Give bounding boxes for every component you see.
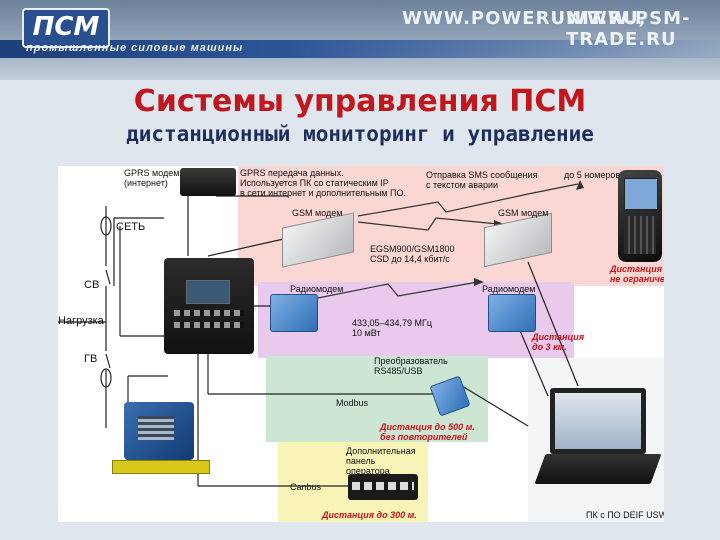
label-distance-500: Дистанция до 500 м. без повторителей bbox=[380, 422, 475, 442]
label-gv: ГВ bbox=[84, 353, 98, 365]
controller-device bbox=[164, 258, 254, 354]
laptop-device bbox=[534, 388, 662, 500]
label-sv: СВ bbox=[84, 279, 100, 291]
page-subtitle: дистанционный мониторинг и управление bbox=[126, 122, 594, 146]
header-stripe bbox=[0, 40, 720, 58]
label-converter: Преобразователь RS485/USB bbox=[374, 356, 448, 376]
operator-panel-device bbox=[348, 474, 418, 500]
label-gprs-transfer: GPRS передача данных. Используется ПК со… bbox=[240, 168, 406, 198]
page-title: Системы управления ПСМ bbox=[133, 84, 587, 119]
gprs-modem-device bbox=[180, 168, 236, 196]
label-distance-300: Дистанция до 300 м. bbox=[322, 510, 417, 520]
generator-device bbox=[112, 402, 212, 484]
label-pc: ПК с ПО DEIF USW bbox=[586, 510, 664, 520]
label-gsm-band: EGSM900/GSM1800 CSD до 14,4 кбит/с bbox=[370, 244, 455, 264]
radiomodem-1-device bbox=[270, 294, 318, 332]
label-radio-band: 433,05–434,79 МГц 10 мВт bbox=[352, 318, 433, 338]
label-gsm-modem-2: GSM модем bbox=[498, 208, 549, 218]
logo-subtitle: промышленные силовые машины bbox=[26, 42, 244, 54]
header-banner: ПСМ промышленные силовые машины WWW.POWE… bbox=[0, 0, 720, 80]
site-link-psm-trade[interactable]: WWW.PSM-TRADE.RU bbox=[566, 8, 691, 50]
label-radiomodem-1: Радиомодем bbox=[290, 284, 344, 294]
label-radiomodem-2: Радиомодем bbox=[482, 284, 536, 294]
system-diagram: GPRS модем (интернет) GPRS передача данн… bbox=[58, 166, 664, 522]
label-sms: Отправка SMS сообщения с текстом аварии bbox=[426, 170, 538, 190]
site-link-powerunit[interactable]: WWW.POWERUNIT.RU, bbox=[402, 8, 647, 29]
radiomodem-2-device bbox=[488, 294, 536, 332]
label-canbus: Canbus bbox=[290, 482, 322, 492]
label-load: Нагрузка bbox=[58, 315, 104, 327]
label-gsm-modem-1: GSM модем bbox=[292, 208, 343, 218]
label-extra-panel: Дополнительная панель оператора bbox=[346, 446, 416, 476]
label-modbus: Modbus bbox=[336, 398, 369, 408]
logo: ПСМ bbox=[22, 8, 110, 48]
label-gprs-modem: GPRS модем (интернет) bbox=[124, 168, 180, 188]
label-distance-3km: Дистанция до 3 км. bbox=[532, 332, 585, 352]
label-set: СЕТЬ bbox=[116, 221, 146, 233]
label-distance-unlimited: Дистанция не ограничена bbox=[610, 264, 664, 284]
mobile-phone-device bbox=[618, 170, 662, 262]
label-up-to-5: до 5 номеров bbox=[564, 170, 621, 180]
